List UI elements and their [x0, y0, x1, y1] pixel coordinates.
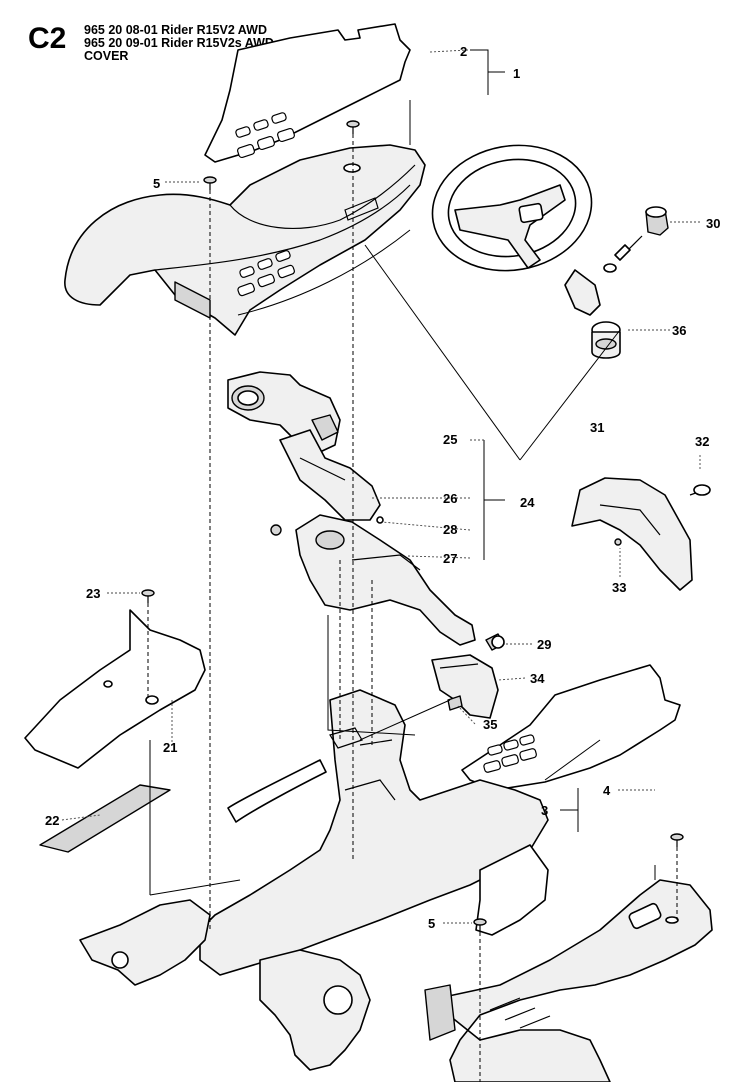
part-2-upper-mat	[204, 23, 411, 163]
leader-lines	[61, 49, 701, 924]
callout-28: 28	[443, 522, 457, 537]
part-27-console-lower	[295, 514, 476, 646]
assembly-lines	[147, 100, 678, 1082]
callout-29: 29	[537, 637, 551, 652]
part-31-steering-wheel	[431, 144, 601, 316]
chassis-frame	[79, 689, 549, 1071]
callout-30: 30	[706, 216, 720, 231]
callout-4: 4	[603, 783, 611, 798]
part-4-lower-mat	[461, 664, 681, 791]
callout-24: 24	[520, 495, 535, 510]
title-block: 965 20 08-01 Rider R15V2 AWD 965 20 09-0…	[84, 24, 274, 63]
part-25-console-top	[227, 371, 341, 453]
part-26-console-column	[279, 429, 381, 521]
callout-33: 33	[612, 580, 626, 595]
model-line-1: 965 20 08-01 Rider R15V2 AWD	[84, 23, 267, 37]
part-1-rear-cover	[64, 144, 426, 336]
callout-26: 26	[443, 491, 457, 506]
callout-31: 31	[590, 420, 604, 435]
screw-fasteners	[141, 120, 684, 932]
part-32-33-bracket	[571, 477, 711, 591]
callout-27: 27	[443, 551, 457, 566]
callout-labels: 2 1 5 30 36 31 32 25 26 24 28 27 33 23 2…	[45, 44, 720, 931]
callout-1: 1	[513, 66, 520, 81]
section-title: COVER	[84, 49, 129, 63]
callout-2: 2	[460, 44, 467, 59]
part-34-35-switch-cover	[431, 654, 499, 719]
callout-5-bottom: 5	[428, 916, 435, 931]
model-line-2: 965 20 09-01 Rider R15V2s AWD	[84, 36, 274, 50]
page-code: C2	[28, 22, 67, 55]
callout-34: 34	[530, 671, 545, 686]
callout-22: 22	[45, 813, 59, 828]
callout-5-top: 5	[153, 176, 160, 191]
part-21-side-mat	[24, 609, 206, 769]
callout-23: 23	[86, 586, 100, 601]
part-30-hub-cap	[603, 206, 669, 273]
callout-36: 36	[672, 323, 686, 338]
callout-35: 35	[483, 717, 497, 732]
callout-3: 3	[541, 803, 548, 818]
console-hardware	[270, 516, 505, 651]
part-3-rear-fender	[424, 879, 713, 1082]
callout-21: 21	[163, 740, 177, 755]
part-22-strip	[39, 784, 171, 853]
part-36-adapter	[591, 321, 621, 359]
callout-32: 32	[695, 434, 709, 449]
callout-25: 25	[443, 432, 457, 447]
